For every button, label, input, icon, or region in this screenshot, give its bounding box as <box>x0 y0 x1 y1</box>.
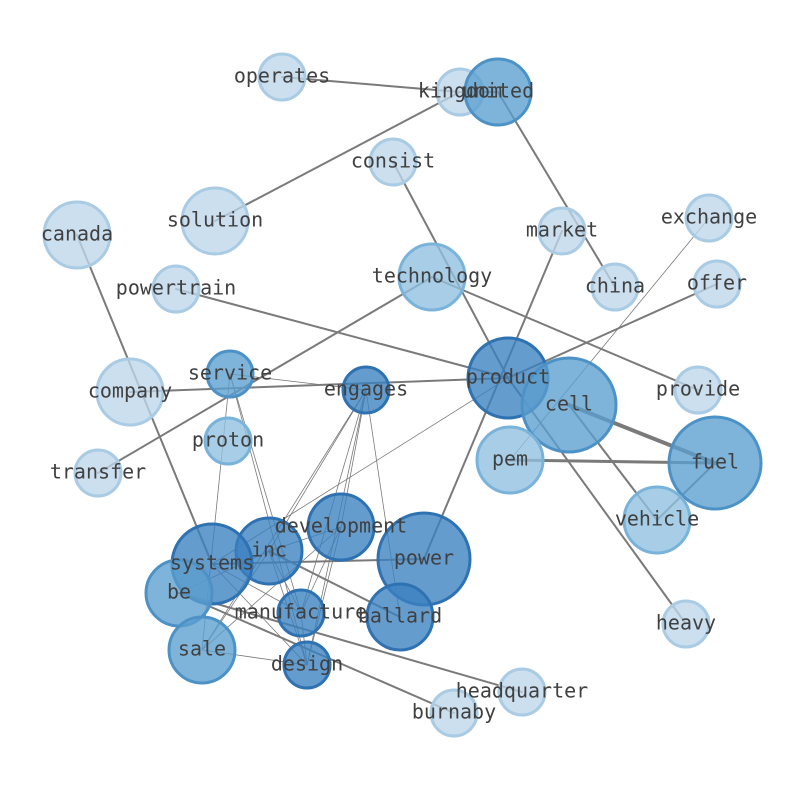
node-label-burnaby: burnaby <box>412 700 496 724</box>
node-vehicle <box>622 485 692 555</box>
node-label-consist: consist <box>351 149 435 173</box>
node-label-technology: technology <box>372 264 492 288</box>
node-proton <box>203 416 253 466</box>
edge-technology-transfer <box>97 276 433 474</box>
node-label-engages: engages <box>324 377 408 401</box>
edge-solution-kingdom <box>214 91 461 222</box>
node-headquarter <box>497 667 547 717</box>
node-label-inc: inc <box>251 538 287 562</box>
node-provide <box>673 365 723 415</box>
node-label-china: china <box>585 274 645 298</box>
node-canada <box>42 200 112 270</box>
node-label-heavy: heavy <box>656 611 716 635</box>
node-label-solution: solution <box>167 208 263 232</box>
node-label-development: development <box>275 514 407 538</box>
node-label-power: power <box>394 546 454 570</box>
node-exchange <box>684 193 734 243</box>
node-label-operates: operates <box>234 64 330 88</box>
node-label-manufacture: manufacture <box>235 600 367 624</box>
node-label-canada: canada <box>41 222 113 246</box>
node-sale <box>167 615 237 685</box>
node-label-cell: cell <box>545 392 593 416</box>
node-label-transfer: transfer <box>50 460 146 484</box>
node-technology <box>397 242 467 312</box>
node-engages <box>341 365 391 415</box>
node-transfer <box>73 448 123 498</box>
edge-company-product <box>129 377 509 393</box>
node-label-fuel: fuel <box>691 450 739 474</box>
node-label-vehicle: vehicle <box>615 507 699 531</box>
edge-operates-kingdom <box>281 76 461 93</box>
edge-technology-provide <box>431 276 699 391</box>
node-label-systems: systems <box>170 551 254 575</box>
node-label-headquarter: headquarter <box>456 679 588 703</box>
node-operates <box>257 52 307 102</box>
node-development <box>306 492 376 562</box>
node-service <box>205 349 255 399</box>
node-label-powertrain: powertrain <box>116 276 236 300</box>
node-label-pem: pem <box>492 447 528 471</box>
node-label-kingdom: kingdom <box>418 79 502 103</box>
edge-united-china <box>497 91 616 288</box>
node-consist <box>368 137 418 187</box>
edge-be-headquarter <box>178 592 523 693</box>
node-manufacture <box>276 588 326 638</box>
node-pem <box>475 425 545 495</box>
node-label-service: service <box>188 361 272 385</box>
node-offer <box>692 259 742 309</box>
node-label-product: product <box>466 365 550 389</box>
node-label-united: united <box>462 79 534 103</box>
node-burnaby <box>429 688 479 738</box>
node-label-provide: provide <box>656 377 740 401</box>
node-label-offer: offer <box>687 271 747 295</box>
node-label-exchange: exchange <box>661 205 757 229</box>
edge-layer <box>76 76 718 714</box>
node-powertrain <box>151 264 201 314</box>
node-market <box>537 206 587 256</box>
node-design <box>282 640 332 690</box>
node-label-sale: sale <box>178 637 226 661</box>
node-layer <box>42 52 763 738</box>
node-heavy <box>661 599 711 649</box>
node-cell <box>520 356 618 454</box>
edge-powertrain-product <box>175 288 509 379</box>
node-label-proton: proton <box>192 428 264 452</box>
node-united <box>463 57 533 127</box>
node-label-company: company <box>88 379 172 403</box>
node-label-market: market <box>526 218 598 242</box>
node-ballard <box>365 582 435 652</box>
node-label-design: design <box>271 652 343 676</box>
node-china <box>590 262 640 312</box>
node-company <box>95 357 165 427</box>
node-label-ballard: ballard <box>358 604 442 628</box>
node-solution <box>180 186 250 256</box>
node-fuel <box>667 415 763 511</box>
node-label-be: be <box>167 580 191 604</box>
